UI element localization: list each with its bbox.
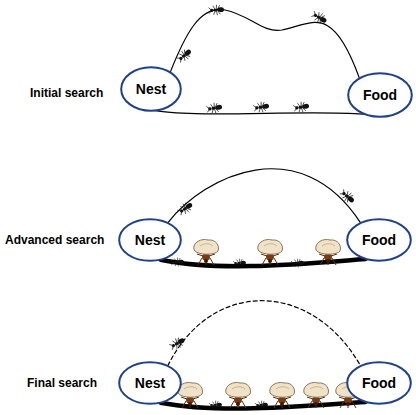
walking-ant	[176, 200, 195, 217]
ellipse-shape	[119, 362, 181, 404]
stage-label: Initial search	[30, 86, 103, 100]
node-label: Nest	[136, 81, 166, 97]
node-label: Nest	[135, 232, 165, 248]
walking-ant	[209, 400, 223, 410]
node-label: Food	[362, 375, 396, 391]
walking-ant	[175, 46, 194, 64]
walking-ant	[168, 335, 187, 352]
walking-ant	[206, 102, 223, 115]
location-ellipse: Food	[346, 361, 412, 405]
ant-path	[156, 111, 364, 114]
walking-ant	[208, 4, 224, 16]
node-label: Food	[362, 232, 396, 248]
food-carrying-ant	[226, 382, 251, 408]
walking-ant	[255, 400, 269, 410]
walking-ant	[291, 258, 305, 268]
food-carrying-ant	[316, 239, 341, 265]
walking-ant	[171, 257, 185, 267]
location-ellipse: Nest	[118, 218, 182, 262]
walking-ant	[338, 188, 357, 206]
walking-ant	[253, 101, 270, 114]
food-carrying-ant	[258, 239, 283, 265]
location-ellipse: Food	[346, 218, 412, 262]
ellipse-shape	[347, 219, 411, 261]
walking-ant	[310, 9, 329, 26]
ellipse-shape	[347, 362, 411, 404]
ant-path	[168, 301, 361, 366]
node-label: Food	[363, 87, 397, 103]
ellipse-shape	[348, 73, 412, 117]
ellipse-shape	[119, 219, 181, 261]
food-carrying-ant	[194, 239, 219, 265]
food-carrying-ant	[270, 382, 295, 408]
walking-ant	[233, 258, 247, 268]
stage-label: Final search	[27, 376, 97, 390]
location-ellipse: Nest	[120, 66, 182, 112]
ellipse-shape	[121, 67, 181, 111]
ant-path	[168, 169, 361, 223]
location-ellipse: Food	[347, 72, 413, 118]
stage-label: Advanced search	[5, 233, 104, 247]
walking-ant	[293, 101, 310, 114]
food-carrying-ant	[304, 382, 329, 408]
node-label: Nest	[135, 375, 165, 391]
location-ellipse: Nest	[118, 361, 182, 405]
ant-path	[170, 9, 359, 78]
